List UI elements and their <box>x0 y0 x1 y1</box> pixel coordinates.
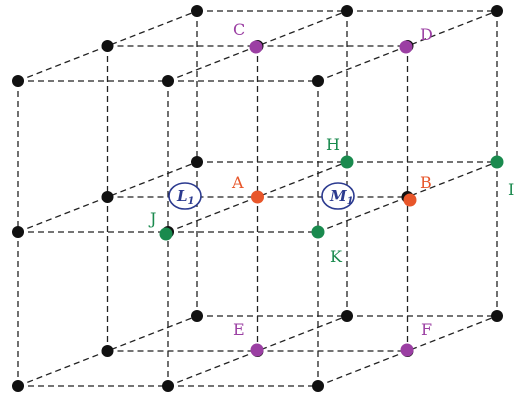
lattice-node <box>191 310 203 322</box>
lattice-node <box>101 191 114 203</box>
label-k: K <box>330 247 343 266</box>
lattice-node <box>191 156 203 168</box>
site-label-m1: M1 <box>329 187 354 207</box>
lattice-node <box>101 40 114 52</box>
label-b: B <box>420 173 432 192</box>
label-d: D <box>420 25 433 44</box>
lattice-edge <box>317 161 498 233</box>
lattice-node <box>162 380 174 392</box>
point-h <box>340 155 354 169</box>
label-i: I <box>508 180 514 199</box>
lattice-edge <box>17 10 198 82</box>
point-c <box>249 40 263 54</box>
lattice-edge <box>167 161 348 233</box>
lattice-node <box>12 75 24 87</box>
label-e: E <box>233 320 245 339</box>
point-j <box>159 227 173 241</box>
label-c: C <box>233 20 245 39</box>
lattice-node <box>12 226 24 238</box>
point-i <box>490 155 504 169</box>
point-e <box>250 343 264 357</box>
lattice-node <box>312 380 324 392</box>
lattice-edge <box>17 315 198 387</box>
lattice-node <box>312 75 324 87</box>
point-a <box>251 190 264 204</box>
lattice-node <box>491 310 503 322</box>
label-f: F <box>421 320 432 339</box>
lattice-edge <box>17 161 198 233</box>
point-f <box>400 343 414 357</box>
site-label-m1-circle <box>321 182 355 210</box>
point-d <box>399 40 413 54</box>
site-label-l1: L1 <box>176 187 195 207</box>
point-b <box>403 193 417 207</box>
lattice-node <box>101 345 114 357</box>
lattice-edge <box>317 315 498 387</box>
lattice-node <box>12 380 24 392</box>
label-a: A <box>231 173 244 192</box>
point-k <box>311 225 325 239</box>
lattice-node <box>341 310 353 322</box>
lattice-edge <box>317 10 498 82</box>
site-label-l1-circle <box>168 182 202 210</box>
label-j: J <box>148 209 156 228</box>
lattice-node <box>491 5 503 17</box>
lattice-node <box>162 75 174 87</box>
lattice-node <box>341 5 353 17</box>
lattice-node <box>191 5 203 17</box>
lattice-edge <box>167 10 348 82</box>
label-h: H <box>326 135 340 154</box>
lattice-edge <box>167 315 348 387</box>
